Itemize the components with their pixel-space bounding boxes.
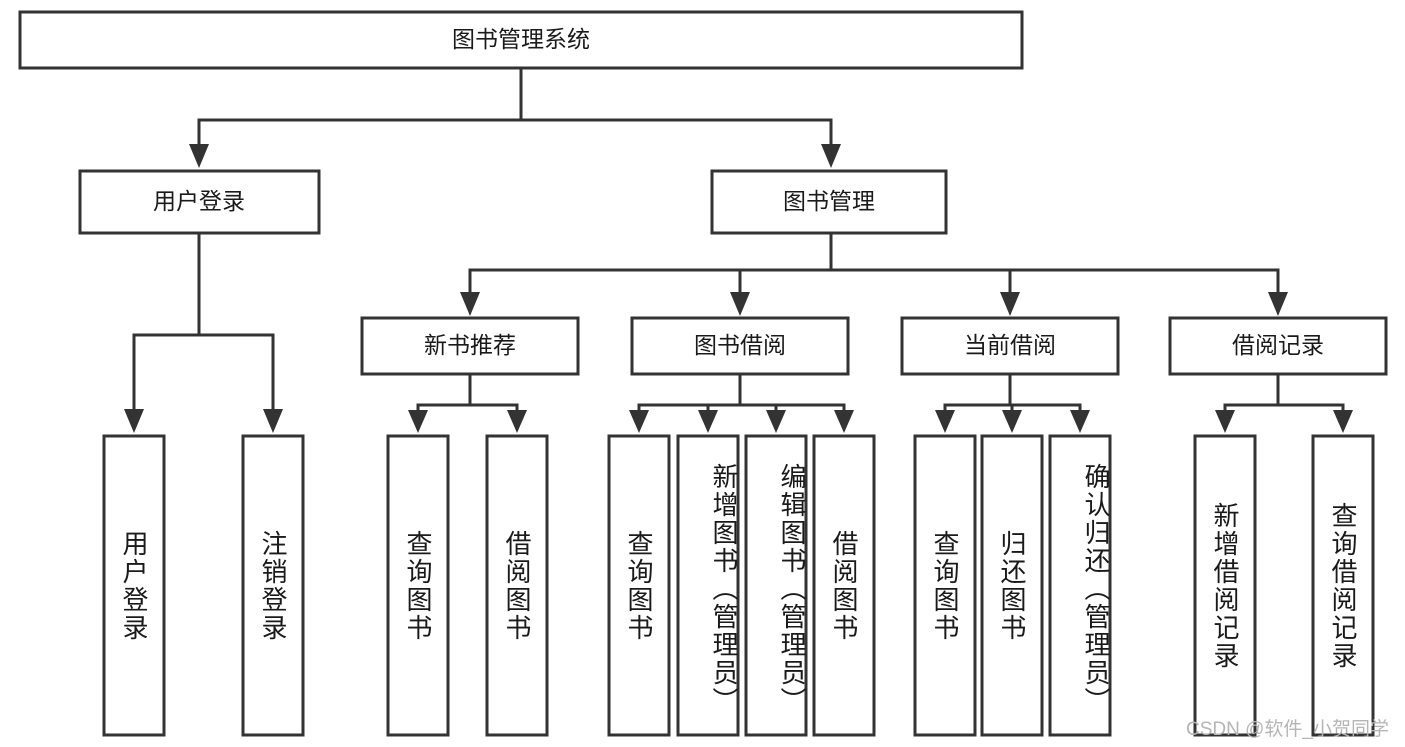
node-user-login-label: 用户登录 bbox=[153, 188, 245, 214]
node-borrow-record-label: 借阅记录 bbox=[1232, 332, 1324, 358]
node-book-borrow-label: 图书借阅 bbox=[694, 332, 786, 358]
node-book-borrow[interactable] bbox=[630, 316, 850, 376]
node-query-book-1[interactable] bbox=[386, 434, 450, 737]
arrowhead-query-book-3 bbox=[935, 410, 955, 433]
connector-layer bbox=[124, 66, 1353, 433]
arrowhead-query-book-1 bbox=[408, 410, 428, 433]
arrowhead-book-manage bbox=[821, 144, 841, 168]
node-book-manage[interactable] bbox=[710, 169, 948, 235]
node-current-borrow-label: 当前借阅 bbox=[964, 332, 1056, 358]
node-user-login-do[interactable] bbox=[102, 434, 166, 737]
node-new-book-recommend[interactable] bbox=[360, 316, 580, 376]
node-user-logout[interactable] bbox=[241, 434, 305, 737]
arrowhead-book-borrow bbox=[730, 292, 750, 316]
node-borrow-record[interactable] bbox=[1168, 316, 1388, 376]
node-root-label: 图书管理系统 bbox=[452, 26, 590, 52]
node-add-borrow-record[interactable] bbox=[1193, 434, 1257, 737]
arrowhead-user-logout bbox=[263, 409, 283, 433]
arrowhead-return-book bbox=[1002, 410, 1022, 433]
arrowhead-borrow-book-1 bbox=[507, 410, 527, 433]
node-query-book-2[interactable] bbox=[607, 434, 671, 737]
arrowhead-borrow-book-2 bbox=[834, 410, 854, 433]
arrowhead-current-borrow bbox=[1000, 292, 1020, 316]
node-borrow-book-2[interactable] bbox=[812, 434, 876, 737]
node-user-login[interactable] bbox=[78, 169, 321, 235]
node-layer: 图书管理系统 用户登录 图书管理 新书推荐 图书借阅 当前借阅 借阅记录 bbox=[18, 10, 1388, 737]
arrowhead-query-book-2 bbox=[629, 410, 649, 433]
csdn-watermark: CSDN @软件_小贺同学 bbox=[1186, 719, 1389, 740]
arrowhead-add-book-admin bbox=[698, 410, 718, 433]
node-edit-book-admin[interactable] bbox=[744, 434, 808, 737]
arrowhead-new-book-recommend bbox=[460, 292, 480, 316]
arrowhead-borrow-record bbox=[1268, 292, 1288, 316]
arrowhead-query-borrow-record bbox=[1333, 410, 1353, 433]
arrowhead-add-borrow-record bbox=[1215, 410, 1235, 433]
node-query-borrow-record[interactable] bbox=[1311, 434, 1375, 737]
node-query-book-3[interactable] bbox=[913, 434, 977, 737]
node-new-book-recommend-label: 新书推荐 bbox=[424, 332, 516, 358]
node-confirm-return-admin[interactable] bbox=[1048, 434, 1112, 737]
arrowhead-edit-book-admin bbox=[766, 410, 786, 433]
node-return-book[interactable] bbox=[980, 434, 1044, 737]
arrowhead-confirm-return-admin bbox=[1070, 410, 1090, 433]
node-root[interactable] bbox=[18, 10, 1024, 70]
node-borrow-book-1[interactable] bbox=[485, 434, 549, 737]
node-current-borrow[interactable] bbox=[900, 316, 1120, 376]
arrowhead-user-login-do bbox=[124, 409, 144, 433]
arrowhead-user-login bbox=[189, 144, 209, 168]
node-add-book-admin[interactable] bbox=[676, 434, 740, 737]
node-book-manage-label: 图书管理 bbox=[783, 188, 875, 214]
